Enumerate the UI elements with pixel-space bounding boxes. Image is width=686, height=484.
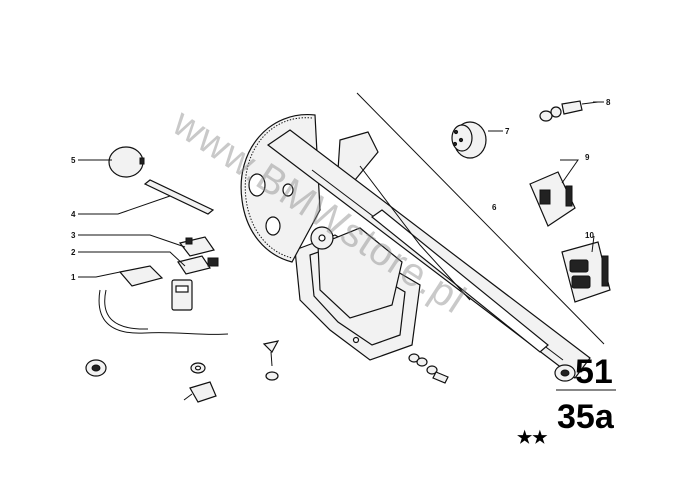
leader-lines [78, 92, 605, 345]
nut [190, 362, 206, 374]
callout-labels: 1 2 3 4 5 6 7 8 9 10 [71, 98, 611, 282]
bolt-8 [539, 100, 599, 122]
wire-harness-1 [98, 265, 229, 335]
washers-bolt [408, 353, 449, 384]
rocker-switch-9 [529, 171, 576, 227]
cover-disc-5 [108, 146, 145, 178]
window-regulator-6 [240, 114, 591, 382]
callout-2: 2 [71, 248, 76, 257]
clip [183, 381, 217, 403]
callout-8: 8 [606, 98, 611, 107]
callout-7: 7 [505, 127, 510, 136]
group-main: 51 [575, 353, 613, 391]
group-number: 51 35a ★★ [517, 353, 616, 447]
grommet [85, 359, 107, 377]
rating-stars: ★★ [517, 428, 548, 447]
callout-1: 1 [71, 273, 76, 282]
switch-knob-7 [451, 121, 487, 159]
relay-3 [178, 236, 215, 257]
callout-6: 6 [492, 203, 497, 212]
callout-4: 4 [71, 210, 76, 219]
callout-9: 9 [585, 153, 590, 162]
callout-5: 5 [71, 156, 76, 165]
double-switch-10 [561, 241, 611, 303]
callout-3: 3 [71, 231, 76, 240]
callout-10: 10 [585, 231, 594, 240]
group-sub: 35a [557, 398, 615, 436]
trim-strip-4 [143, 179, 215, 215]
connector-2 [177, 255, 219, 275]
screw [262, 340, 280, 381]
